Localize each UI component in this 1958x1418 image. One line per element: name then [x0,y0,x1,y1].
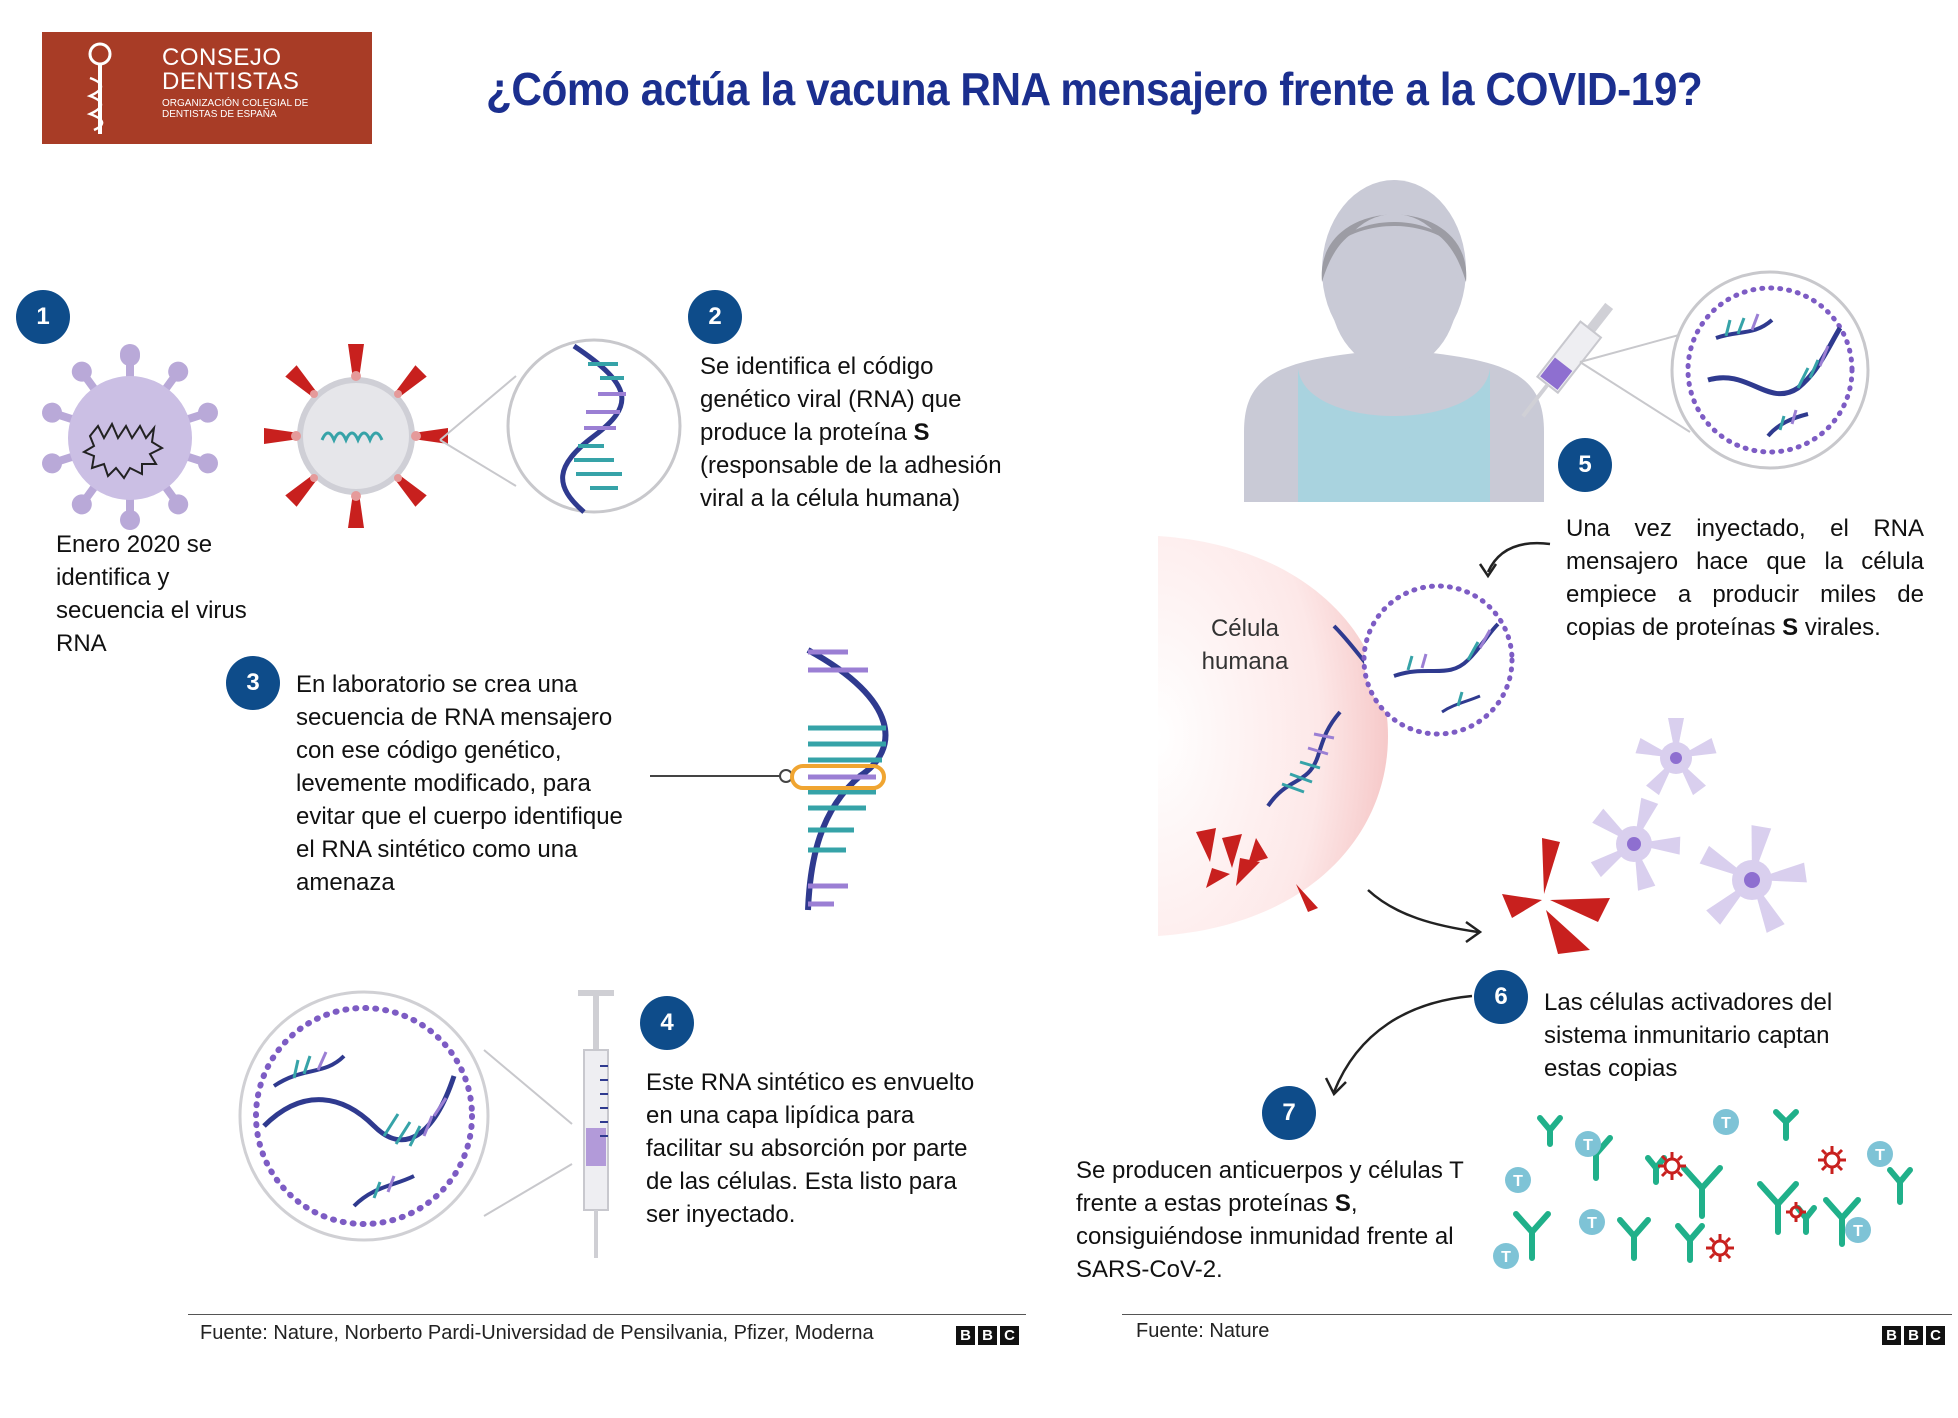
zoom-lines-4 [483,1049,573,1217]
source-right: Fuente: Nature [1136,1320,1270,1342]
divider-left [188,1314,1026,1315]
step-4-badge: 4 [640,996,694,1050]
t-cell-label: T [1583,1137,1593,1154]
consejo-dentistas-logo: CONSEJO DENTISTAS ORGANIZACIÓN COLEGIAL … [42,32,372,144]
step-3-text: En laboratorio se crea una secuencia de … [296,671,623,896]
step-5-text-a: Una vez inyectado, el RNA mensajero hace… [1566,515,1924,641]
logo-line-3: ORGANIZACIÓN COLEGIAL DE DENTISTAS DE ES… [162,98,309,120]
antibodies-tcells-icon: T T T T T T T [1493,1109,1913,1269]
person-icon [1244,180,1544,502]
step-7-text: Se producen anticuerpos y células T fren… [1076,1154,1496,1286]
mrna-strand-icon [650,647,889,911]
spike-captured-icon [1502,838,1610,954]
rna-lipid-magnified-icon [1670,270,1870,470]
immune-cells-icon [1590,718,1807,933]
step-7-text-b: S [1334,1190,1351,1217]
step-2-text: Se identifica el código genético viral (… [700,350,1030,515]
rna-magnified-icon [506,338,682,514]
t-cell-label: T [1501,1249,1511,1266]
spike-proteins-icon [1196,828,1318,912]
step-1-badge: 1 [16,290,70,344]
bbc-letter: B [956,1326,975,1345]
arrow-cell-to-6 [1367,889,1483,944]
step-5-text-c: virales. [1798,614,1881,641]
step-1-text: Enero 2020 se identifica y secuencia el … [56,531,247,657]
t-cell-label: T [1853,1223,1863,1240]
step-2-text-a: Se identifica el código genético viral (… [700,353,962,446]
logo-line-2: DENTISTAS [162,68,300,95]
zoom-lines-5 [1579,331,1691,433]
step-5-badge: 5 [1558,438,1612,492]
step-4-text: Este RNA sintético es envuelto en una ca… [646,1069,975,1228]
step-6-text: Las células activadores del sistema inmu… [1544,989,1833,1082]
step-3-badge: 3 [226,656,280,710]
bbc-letter: B [1882,1326,1901,1345]
step-5-text-b: S [1782,614,1799,641]
spike-virus-icon [264,344,448,528]
t-cell-label: T [1875,1147,1885,1164]
arrow-5-to-cell [1478,541,1551,579]
source-left: Fuente: Nature, Norberto Pardi-Universid… [200,1322,874,1344]
virus-icon [42,344,218,530]
step-7-text-a: Se producen anticuerpos y células T fren… [1076,1157,1464,1217]
t-cell-label: T [1587,1215,1597,1232]
lipid-entering-cell-icon [1361,583,1515,737]
bbc-letter: B [978,1326,997,1345]
step-5-text: Una vez inyectado, el RNA mensajero hace… [1566,512,1924,644]
magnifier-lines [439,375,517,487]
step-2-badge: 2 [688,290,742,344]
divider-right [1122,1314,1952,1315]
step-2-text-b: S [913,419,930,446]
syringe-small-icon [1521,302,1614,418]
lipid-nanoparticle-icon [238,990,490,1242]
arrow-6-to-7 [1324,994,1473,1097]
logo-line-1: CONSEJO [162,44,282,71]
page-title: ¿Cómo actúa la vacuna RNA mensajero fren… [486,63,1703,115]
step-7-badge: 7 [1262,1086,1316,1140]
cell-label: Célula humana [1201,615,1289,675]
t-cell-label: T [1513,1173,1523,1190]
step-6-badge: 6 [1474,970,1528,1024]
bbc-letter: B [1904,1326,1923,1345]
bbc-letter: C [1000,1326,1019,1345]
step-7-text-c: , consiguiéndose inmunidad frente al SAR… [1076,1190,1454,1283]
bbc-letter: C [1926,1326,1945,1345]
syringe-icon [578,990,614,1258]
caduceus-icon [86,42,112,134]
t-cell-label: T [1721,1115,1731,1132]
step-2-text-c: (responsable de la adhesión viral a la c… [700,452,1002,512]
